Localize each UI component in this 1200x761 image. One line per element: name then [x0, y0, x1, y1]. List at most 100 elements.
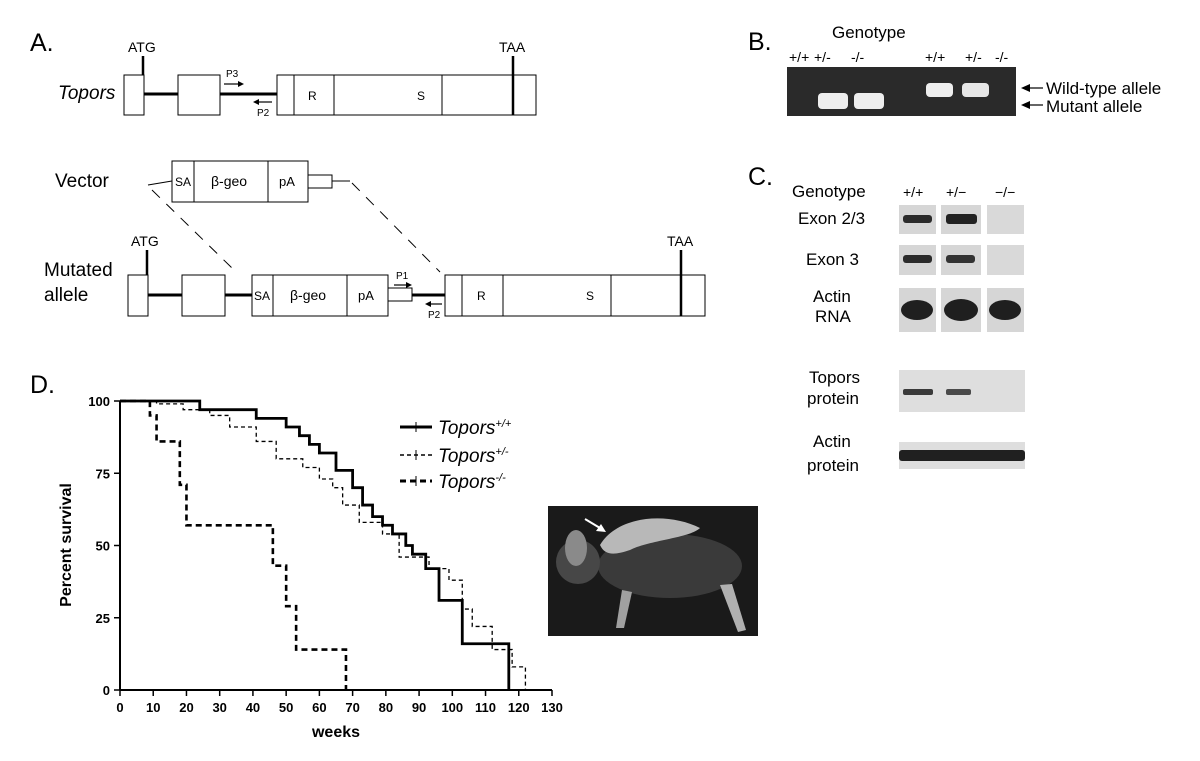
band-actin-prot [899, 450, 1025, 461]
x-tick-label: 40 [246, 700, 260, 715]
x-tick-label: 90 [412, 700, 426, 715]
x-tick-label: 20 [179, 700, 193, 715]
panel-d-letter: D. [30, 371, 55, 399]
atg-label-top: ATG [128, 39, 156, 55]
wildtype-arrow [1021, 84, 1030, 92]
x-tick-label: 110 [475, 700, 496, 715]
panel-c: C. Genotype +/+ +/− −/− Exon 2/3 Exon 3 … [748, 163, 1025, 475]
band-actin-rna-lane3 [989, 300, 1021, 320]
row-label-actin-rna-2: RNA [815, 307, 852, 326]
primer-p2-arrowhead-top [253, 99, 259, 105]
primer-p3-label: P3 [226, 69, 239, 80]
cassette-bgeo: β-geo [290, 287, 326, 303]
mutant-arrow [1021, 101, 1030, 109]
mouse-hindlimb [720, 584, 746, 632]
x-tick-label: 50 [279, 700, 293, 715]
x-tick-label: 0 [116, 700, 123, 715]
legend-label-het: Topors+/- [438, 446, 509, 467]
legend-label-wt: Topors+/+ [438, 418, 512, 439]
panel-c-letter: C. [748, 163, 773, 191]
wildtype-allele-label: Wild-type allele [1046, 79, 1161, 98]
gel-exon23-lane3 [987, 205, 1024, 234]
panel-b-letter: B. [748, 28, 772, 56]
panel-a: A. Topors ATG P3 P2 R S TAA [30, 29, 706, 321]
x-tick-label: 60 [312, 700, 326, 715]
mouse-body [598, 534, 742, 598]
panel-b: B. Genotype +/+ +/- -/- +/+ +/- -/- Wild… [748, 23, 1161, 116]
lane-label-b-6: -/- [995, 49, 1009, 65]
x-tick-label: 100 [441, 700, 463, 715]
x-tick-label: 120 [508, 700, 530, 715]
band-exon3-lane1 [903, 255, 932, 263]
x-tick-label: 10 [146, 700, 160, 715]
row-label-actin-rna-1: Actin [813, 287, 851, 306]
exon-1-top [123, 74, 145, 116]
y-tick-label: 50 [96, 539, 110, 554]
primer-p3-arrowhead [238, 81, 244, 87]
y-tick-label: 25 [96, 611, 110, 626]
gel-band-wt-4 [926, 83, 953, 97]
exon-3-bottom [444, 274, 706, 317]
primer-p1-arrowhead [406, 282, 412, 288]
vector-sa: SA [175, 175, 191, 189]
genotype-title-c: Genotype [792, 182, 866, 201]
vector-tail-box [307, 174, 333, 189]
row-label-exon23: Exon 2/3 [798, 209, 865, 228]
mutant-allele-label: Mutant allele [1046, 97, 1142, 116]
x-tick-label: 130 [541, 700, 563, 715]
row-label-actin-prot-1: Actin [813, 432, 851, 451]
vector-diagram: Vector SA β-geo pA [55, 160, 441, 273]
tumor-arrow [584, 518, 601, 529]
band-actin-rna-lane2 [944, 299, 978, 321]
primer-p2-arrowhead-bottom [425, 301, 431, 307]
vector-label: Vector [55, 171, 110, 192]
gel-band-mut-2 [818, 93, 848, 109]
lane-label-b-5: +/- [965, 49, 982, 65]
band-topors-lane1 [903, 389, 933, 395]
mutated-label-line2: allele [44, 285, 88, 306]
cassette-tail-box [387, 287, 413, 302]
y-axis-label: Percent survival [58, 483, 75, 607]
row-label-actin-prot-2: protein [807, 456, 859, 475]
topors-gene-label: Topors [58, 83, 116, 104]
row-label-topors-1: Topors [809, 368, 860, 387]
tumor-mass [600, 518, 700, 554]
band-topors-lane2 [946, 389, 971, 395]
series-line-1 [120, 399, 511, 690]
series-line-3 [120, 399, 348, 690]
mouse-photograph [548, 506, 758, 636]
x-tick-label: 70 [345, 700, 359, 715]
legend-label-ko: Topors-/- [438, 472, 506, 493]
band-exon23-lane2 [946, 214, 977, 224]
band-exon23-lane1 [903, 215, 932, 223]
lane-label-b-1: +/+ [789, 49, 809, 65]
exon-2-bottom [181, 274, 226, 317]
inserted-cassette [251, 274, 389, 317]
gel-band-mut-3 [854, 93, 884, 109]
vector-bgeo: β-geo [211, 173, 247, 189]
genotype-title-b: Genotype [832, 23, 906, 42]
atg-label-bottom: ATG [131, 233, 159, 249]
taa-label-top: TAA [499, 39, 526, 55]
insertion-dash-right [351, 182, 441, 273]
gel-exon3-lane3 [987, 245, 1024, 275]
cassette-sa: SA [254, 289, 270, 303]
y-tick-label: 100 [88, 394, 110, 409]
row-label-topors-2: protein [807, 389, 859, 408]
survival-curves [120, 399, 527, 690]
mutated-allele-diagram: Mutated allele ATG SA β-geo pA P1 P2 [44, 233, 706, 321]
vector-pa: pA [279, 174, 295, 189]
mutated-label-line1: Mutated [44, 260, 113, 281]
x-tick-label: 80 [379, 700, 393, 715]
vector-lead-line [147, 180, 173, 186]
exon-2-top [177, 74, 221, 116]
exon-1-bottom [127, 274, 149, 317]
primer-p2-label-bottom: P2 [428, 310, 441, 321]
mouse-ear [565, 530, 587, 566]
chart-legend: Topors+/+ Topors+/- Topors-/- [400, 418, 512, 493]
y-tick-label: 75 [96, 466, 110, 481]
